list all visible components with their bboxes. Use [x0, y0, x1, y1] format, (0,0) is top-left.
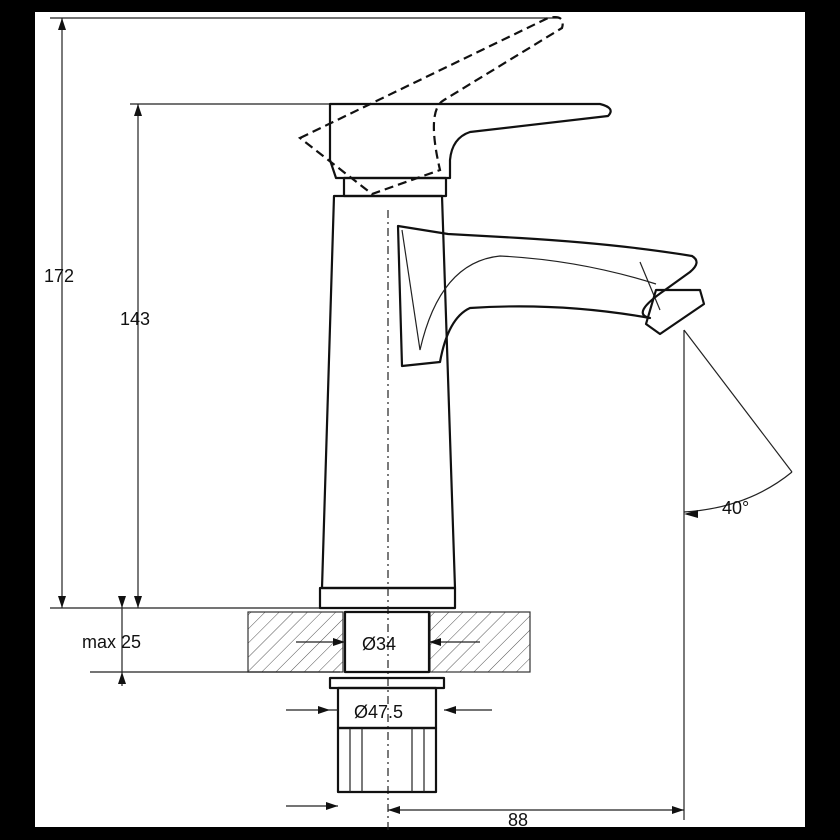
threaded-connector: [286, 726, 438, 810]
dimension-40-degrees: 40°: [683, 329, 793, 518]
dimension-max-25-label: max 25: [82, 632, 141, 652]
dimension-143-label: 143: [120, 309, 150, 329]
faucet-body: [297, 16, 706, 830]
diameter-47-5-label: Ø47.5: [354, 702, 403, 722]
raised-lever-outline: [297, 16, 564, 196]
nut-47-5: Ø47.5: [286, 676, 492, 730]
spout-tip-line: [639, 261, 661, 311]
dimension-88: 88: [388, 330, 685, 830]
dimension-172-label: 172: [44, 266, 74, 286]
dimension-88-label: 88: [508, 810, 528, 830]
shank-34: Ø34: [296, 610, 480, 674]
nut-top-rim: [328, 676, 446, 690]
dimension-143: 143: [120, 103, 330, 608]
spout: [396, 224, 698, 368]
aerator: [644, 288, 706, 336]
drawing-sheet: [35, 12, 805, 827]
angle-40-label: 40°: [722, 498, 749, 518]
spout-curve-detail: [401, 229, 657, 351]
dimension-172: 172: [44, 17, 560, 608]
dimension-max-25: max 25: [82, 596, 340, 686]
lever-handle: [328, 102, 612, 180]
diameter-34-label: Ø34: [362, 634, 396, 654]
handle-neck: [342, 176, 448, 198]
